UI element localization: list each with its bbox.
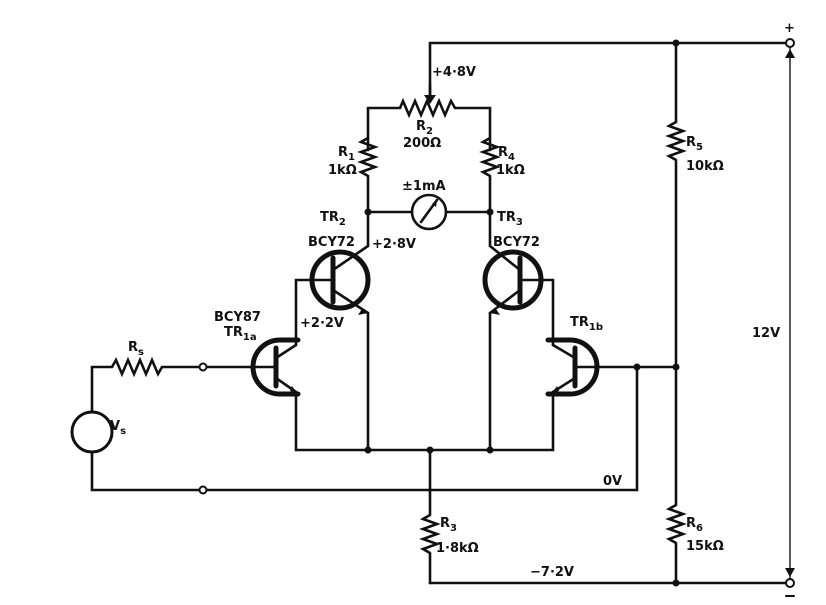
tr1b-transistor [545,337,678,492]
label-vs: Vs [110,419,126,437]
tr2-transistor [294,210,371,452]
label-r4-name: R4 [498,145,515,163]
label-top-voltage: +4·8V [432,65,476,80]
ground-line [90,485,639,495]
top-rail [366,41,792,152]
junction-tr1b-base [633,363,641,371]
r2-potentiometer [398,83,458,119]
supply-terminals [785,38,795,597]
label-rs: Rs [128,340,144,358]
label-r1-name: R1 [338,145,355,163]
label-tr2-type: BCY72 [308,235,355,250]
junction-tail-tr2 [364,446,372,454]
input-source [70,356,208,492]
r3-resistor [419,513,441,585]
label-ground-voltage: 0V [603,474,622,489]
label-tr2-collector-voltage: +2·8V [372,237,416,252]
label-r5-name: R5 [686,135,703,153]
label-bottom-voltage: −7·2V [530,565,574,580]
junction-tail-tr3 [486,446,494,454]
label-r2-name: R2 [416,119,433,137]
junction-top-r5 [672,39,680,47]
label-tr1a-type: BCY87 [214,310,261,325]
label-tr1b-name: TR1b [570,315,603,333]
junction-r5-r6 [672,363,680,371]
tr1a-transistor [204,337,301,452]
label-r3-name: R3 [440,516,457,534]
right-divider [665,41,687,585]
label-r6-value: 15kΩ [686,539,724,554]
tr3-transistor [482,210,555,452]
label-r5-value: 10kΩ [686,159,724,174]
label-tr2-name: TR2 [320,210,346,228]
label-plus: + [784,21,795,36]
r1-resistor [357,136,379,214]
label-r1-value: 1kΩ [328,163,357,178]
label-r4-value: 1kΩ [496,163,525,178]
label-r3-value: 1·8kΩ [436,541,479,556]
label-tr3-type: BCY72 [493,235,540,250]
label-r2-value: 200Ω [403,136,441,151]
r4-resistor [479,136,501,214]
junction-tail-center [426,446,434,454]
ammeter [366,193,492,231]
label-r6-name: R6 [686,516,703,534]
label-tr3-name: TR3 [497,210,523,228]
tail-rail [294,448,555,517]
label-meter: ±1mA [402,179,446,194]
label-tr1a-collector-voltage: +2·2V [300,316,344,331]
label-supply-voltage: 12V [752,326,780,341]
label-tr1a-name: TR1a [224,325,257,343]
